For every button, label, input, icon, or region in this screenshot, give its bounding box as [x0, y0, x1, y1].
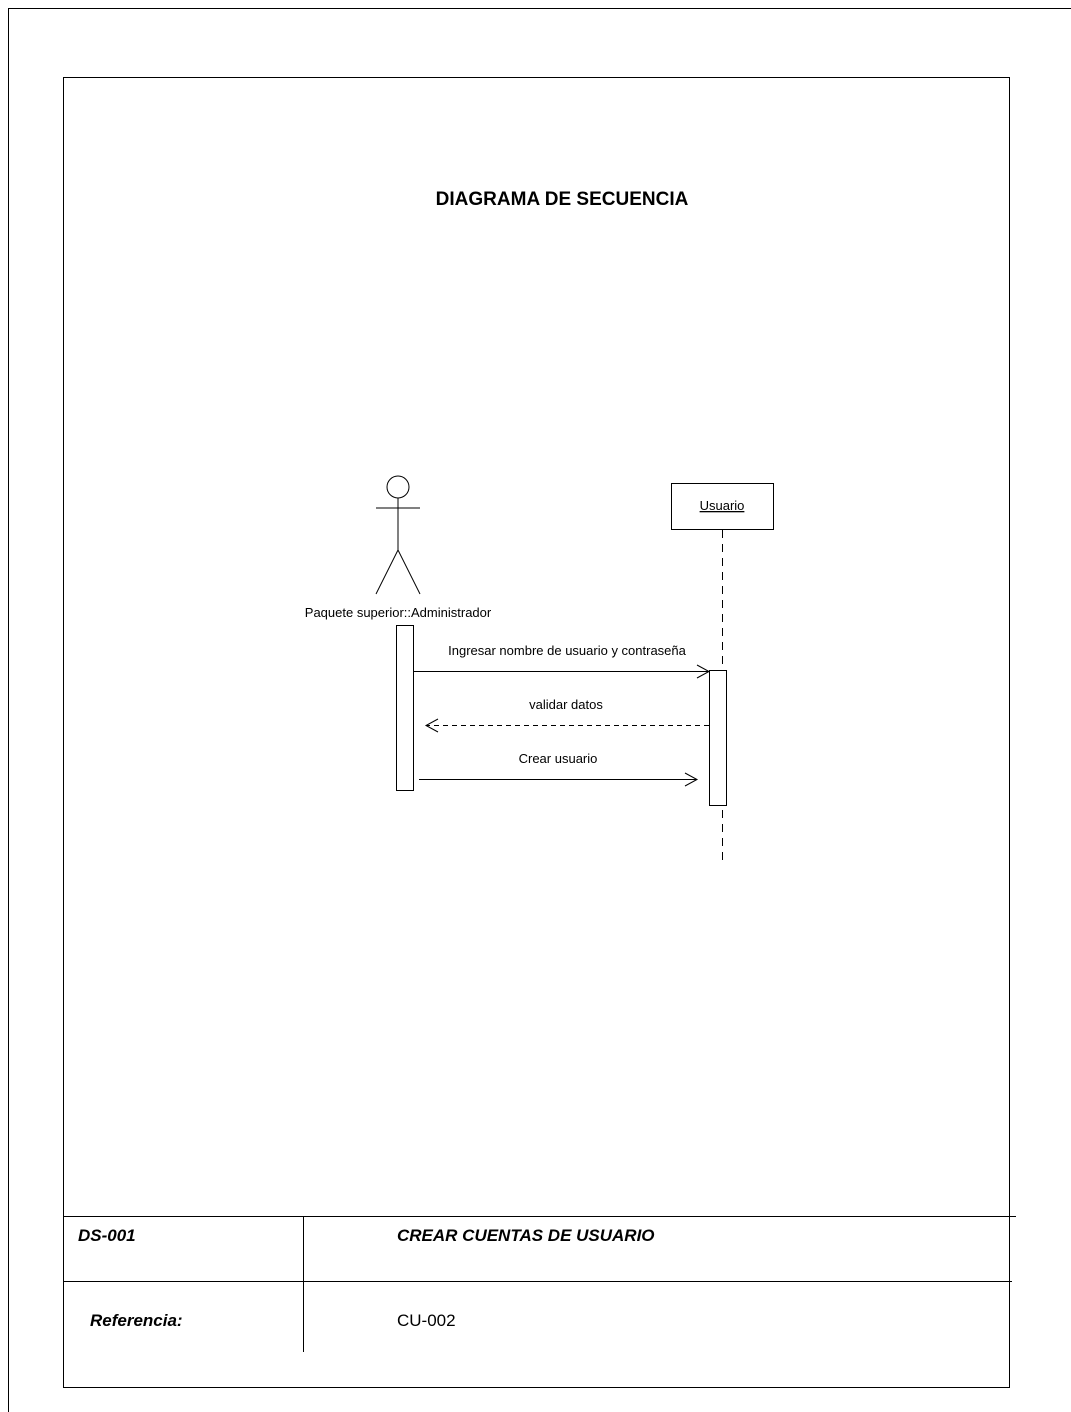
document-frame — [63, 77, 1010, 1388]
actor-icon — [375, 475, 421, 595]
message-label-3: Crear usuario — [519, 751, 598, 766]
object-label: Usuario — [700, 498, 745, 513]
message-arrowhead-1 — [696, 664, 711, 679]
object-box — [671, 483, 774, 530]
object-activation-bar — [709, 670, 727, 806]
message-arrowhead-2 — [424, 718, 439, 733]
actor-label: Paquete superior::Administrador — [305, 605, 492, 620]
footer-name: CREAR CUENTAS DE USUARIO — [397, 1226, 655, 1245]
footer-reference-value: CU-002 — [397, 1311, 456, 1330]
message-arrowhead-3 — [684, 772, 699, 787]
message-label-2: validar datos — [529, 697, 603, 712]
footer-reference-label: Referencia: — [90, 1311, 183, 1330]
message-label-1: Ingresar nombre de usuario y contraseña — [448, 643, 687, 658]
footer-code: DS-001 — [78, 1226, 136, 1245]
actor-activation-bar — [396, 625, 414, 791]
page-title: DIAGRAMA DE SECUENCIA — [436, 189, 689, 210]
